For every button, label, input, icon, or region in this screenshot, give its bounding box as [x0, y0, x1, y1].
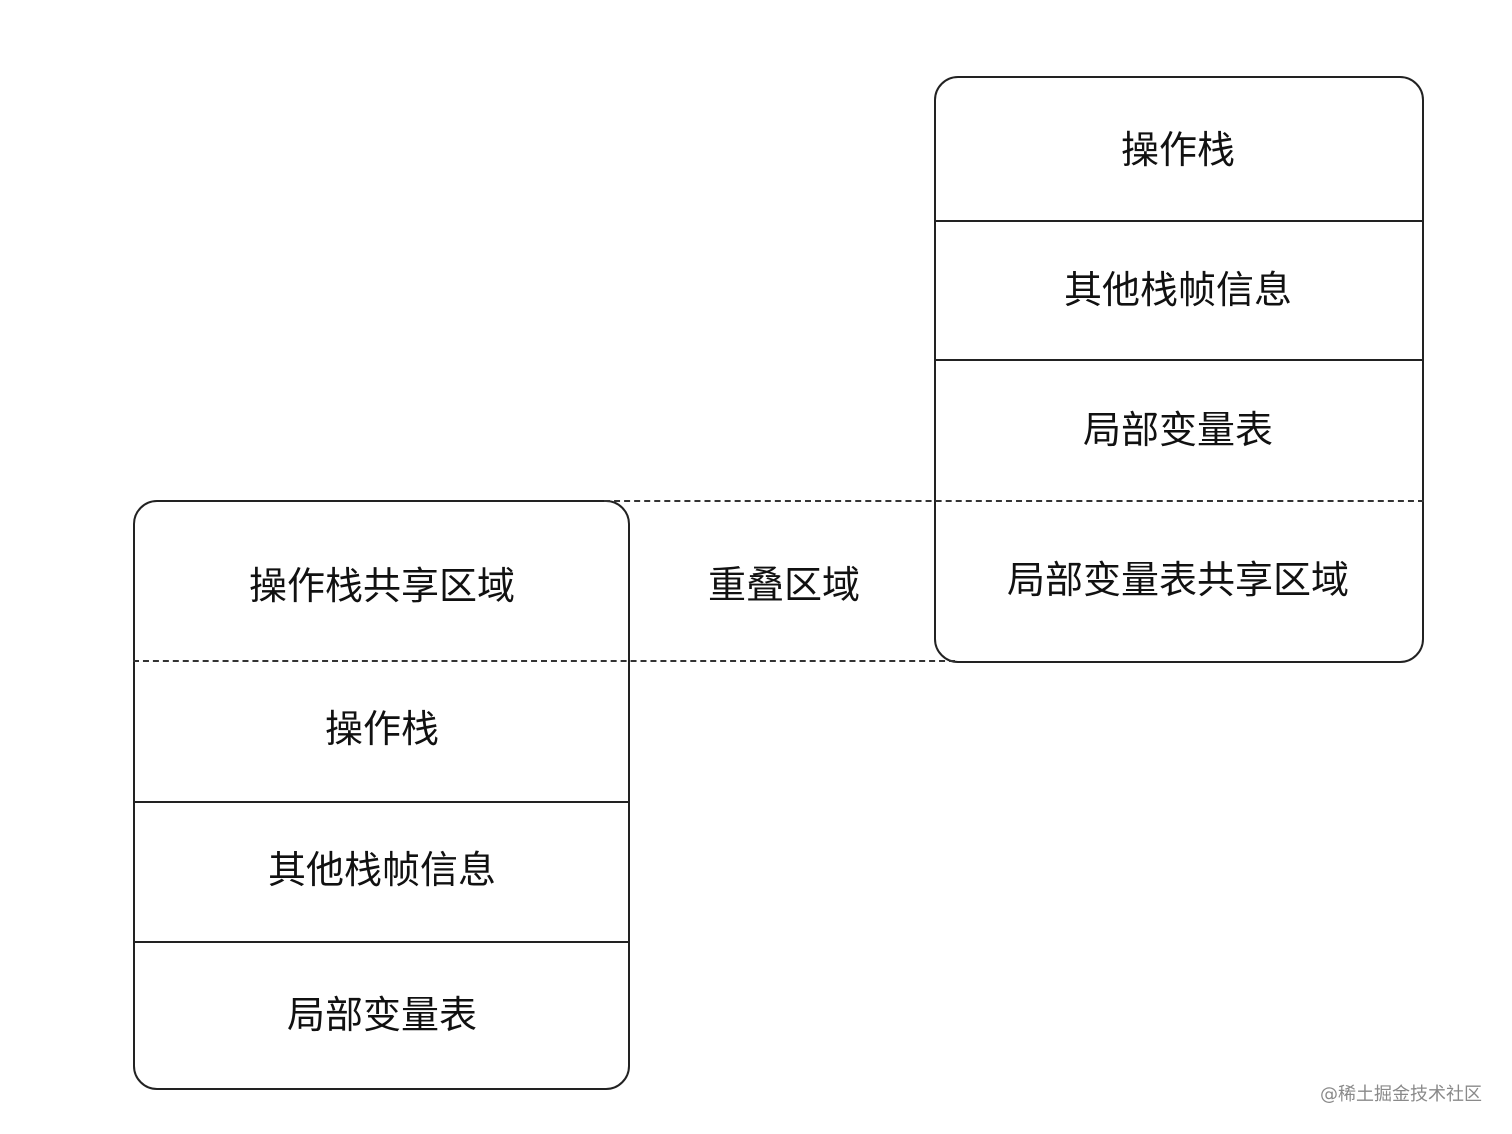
lower-other-frame-info-label: 其他栈帧信息	[267, 848, 497, 892]
overlap-region-label: 重叠区域	[707, 563, 861, 607]
overlap-bottom-dashed-line	[133, 660, 955, 662]
upper-other-frame-info-label: 其他栈帧信息	[1063, 268, 1293, 312]
upper-operand-stack-label: 操作栈	[1120, 128, 1236, 172]
upper-shared-local-var-area-label: 局部变量表共享区域	[1006, 558, 1350, 602]
upper-frame-divider-1	[934, 220, 1424, 222]
watermark: @稀土掘金技术社区	[1320, 1084, 1482, 1105]
lower-stack-frame	[133, 500, 630, 1090]
lower-frame-divider-1	[133, 801, 630, 803]
lower-shared-operand-area-label: 操作栈共享区域	[248, 564, 516, 608]
upper-local-var-table-label: 局部变量表	[1082, 408, 1274, 452]
lower-local-var-table-label: 局部变量表	[286, 993, 478, 1037]
overlap-top-dashed-line	[604, 500, 1424, 502]
upper-stack-frame	[934, 76, 1424, 663]
upper-frame-divider-2	[934, 359, 1424, 361]
lower-operand-stack-label: 操作栈	[324, 707, 440, 751]
lower-frame-divider-2	[133, 941, 630, 943]
